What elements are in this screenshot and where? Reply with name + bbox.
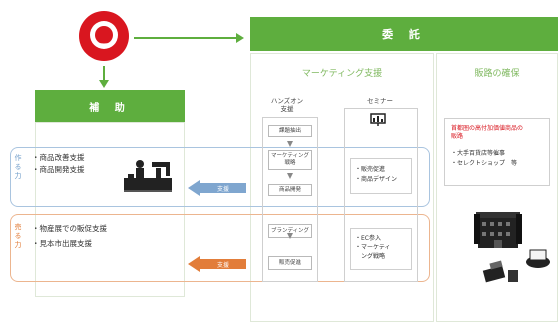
marketing-column-title: マーケティング支援 bbox=[301, 69, 383, 79]
making-side-label: 作る力 bbox=[14, 154, 22, 181]
selling-side-label: 売る力 bbox=[14, 223, 22, 250]
red-circle-logo-icon bbox=[79, 11, 129, 61]
sales-channel-box: 首都圏の高付加価値商品の 販路 ・大手百貨店等催事 ・セレクトショップ 等 bbox=[444, 118, 550, 186]
seminar-making-box: ・販売促進 ・商品デザイン bbox=[350, 158, 412, 194]
seminar-item: ・マーケティ ング戦略 bbox=[355, 244, 391, 260]
seminar-column bbox=[344, 108, 418, 282]
selling-support-arrow: 支援 bbox=[188, 256, 246, 272]
seminar-item: ・商品デザイン bbox=[355, 176, 398, 183]
hands-on-box-marketing: マーケティング 戦略 bbox=[268, 150, 312, 170]
hands-on-box-issue: 課題抽出 bbox=[268, 125, 312, 137]
sales-red-text: 首都圏の高付加価値商品の 販路 bbox=[451, 125, 524, 140]
seminar-selling-box: ・EC参入 ・マーケティ ング戦略 bbox=[350, 228, 412, 270]
list-item: 商品開発支援 bbox=[32, 164, 85, 176]
subsidy-header: 補 助 bbox=[35, 90, 185, 122]
presentation-board-icon bbox=[370, 113, 386, 126]
list-item: 物産展での販促支援 bbox=[32, 221, 108, 236]
selling-arrow-label: 支援 bbox=[216, 261, 229, 269]
selling-bullets: 物産展での販促支援 見本市出展支援 bbox=[32, 221, 108, 251]
subsidy-panel bbox=[35, 122, 185, 297]
making-arrow-label: 支援 bbox=[216, 185, 229, 193]
factory-worker-icon bbox=[124, 160, 172, 192]
sales-column-title: 販路の確保 bbox=[474, 69, 520, 79]
making-row-frame bbox=[10, 147, 430, 207]
arrow-to-commission bbox=[134, 33, 244, 43]
hands-on-connectors bbox=[287, 141, 293, 239]
logo bbox=[78, 10, 130, 62]
making-support-arrow: 支援 bbox=[188, 180, 246, 196]
department-store-icon bbox=[474, 212, 522, 248]
products-icon bbox=[482, 249, 550, 283]
seminar-item: ・販売促進 bbox=[355, 166, 386, 173]
list-item: 見本市出展支援 bbox=[32, 236, 107, 251]
sales-item: ・大手百貨店等催事 bbox=[451, 150, 506, 157]
hands-on-column bbox=[262, 117, 318, 282]
making-bullets: 商品改善支援 商品開発支援 bbox=[32, 152, 85, 176]
list-item: 商品改善支援 bbox=[32, 152, 85, 164]
seminar-subhead: セミナー bbox=[367, 97, 393, 105]
arrow-to-subsidy bbox=[99, 66, 109, 88]
hands-on-box-promotion: 販売促進 bbox=[268, 256, 312, 270]
hands-on-subhead: ハンズオン 支援 bbox=[270, 97, 304, 113]
commission-header: 委 託 bbox=[250, 17, 558, 51]
hands-on-box-product: 商品開発 bbox=[268, 184, 312, 196]
sales-item: ・セレクトショップ 等 bbox=[451, 160, 518, 167]
selling-row-frame bbox=[10, 214, 430, 282]
seminar-item: ・EC参入 bbox=[355, 235, 381, 242]
